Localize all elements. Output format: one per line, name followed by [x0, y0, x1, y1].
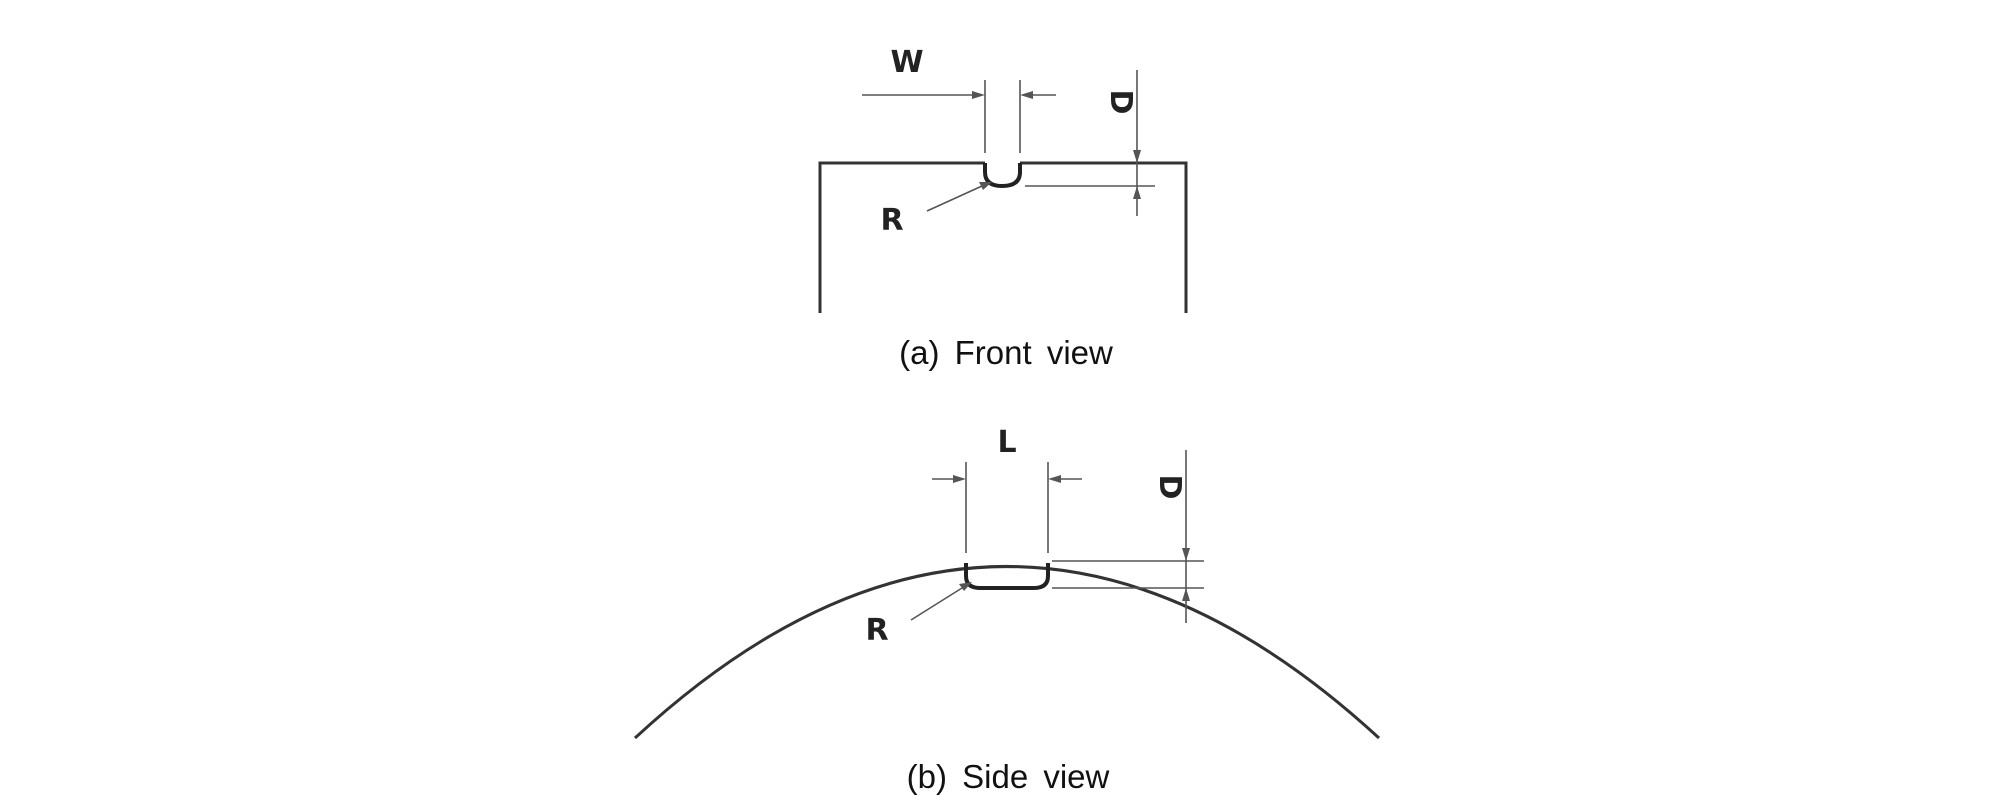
side-depth-arrow-bottom — [1182, 588, 1190, 601]
front-width-arrow-left — [972, 91, 985, 99]
front-view-notch — [983, 163, 1022, 189]
side-view-panel: L D R (b) Side view — [633, 425, 1381, 795]
front-radius-leader — [926, 185, 983, 212]
front-view-body-outline — [818, 161, 1188, 313]
side-length-label: L — [997, 425, 1016, 460]
front-view-panel: W D R (a) Front view — [818, 45, 1188, 371]
side-depth-label: D — [1152, 475, 1187, 500]
front-width-arrow-right — [1020, 91, 1033, 99]
side-depth-arrow-top — [1182, 548, 1190, 561]
side-radius-leader — [910, 587, 963, 621]
front-width-label: W — [890, 45, 923, 80]
front-view-caption: (a) Front view — [899, 334, 1113, 371]
side-radius-label: R — [865, 613, 888, 648]
side-view-caption: (b) Side view — [907, 758, 1110, 795]
front-depth-arrow-top — [1133, 150, 1141, 163]
side-view-notch — [964, 563, 1050, 590]
side-radius-arrow — [959, 582, 972, 591]
side-length-arrow-left — [953, 475, 966, 483]
side-view-arc-outline — [633, 565, 1381, 740]
front-radius-arrow — [979, 182, 992, 190]
front-depth-arrow-bottom — [1133, 186, 1141, 199]
side-length-arrow-right — [1048, 475, 1061, 483]
front-radius-label: R — [880, 203, 903, 238]
front-depth-label: D — [1103, 90, 1138, 115]
